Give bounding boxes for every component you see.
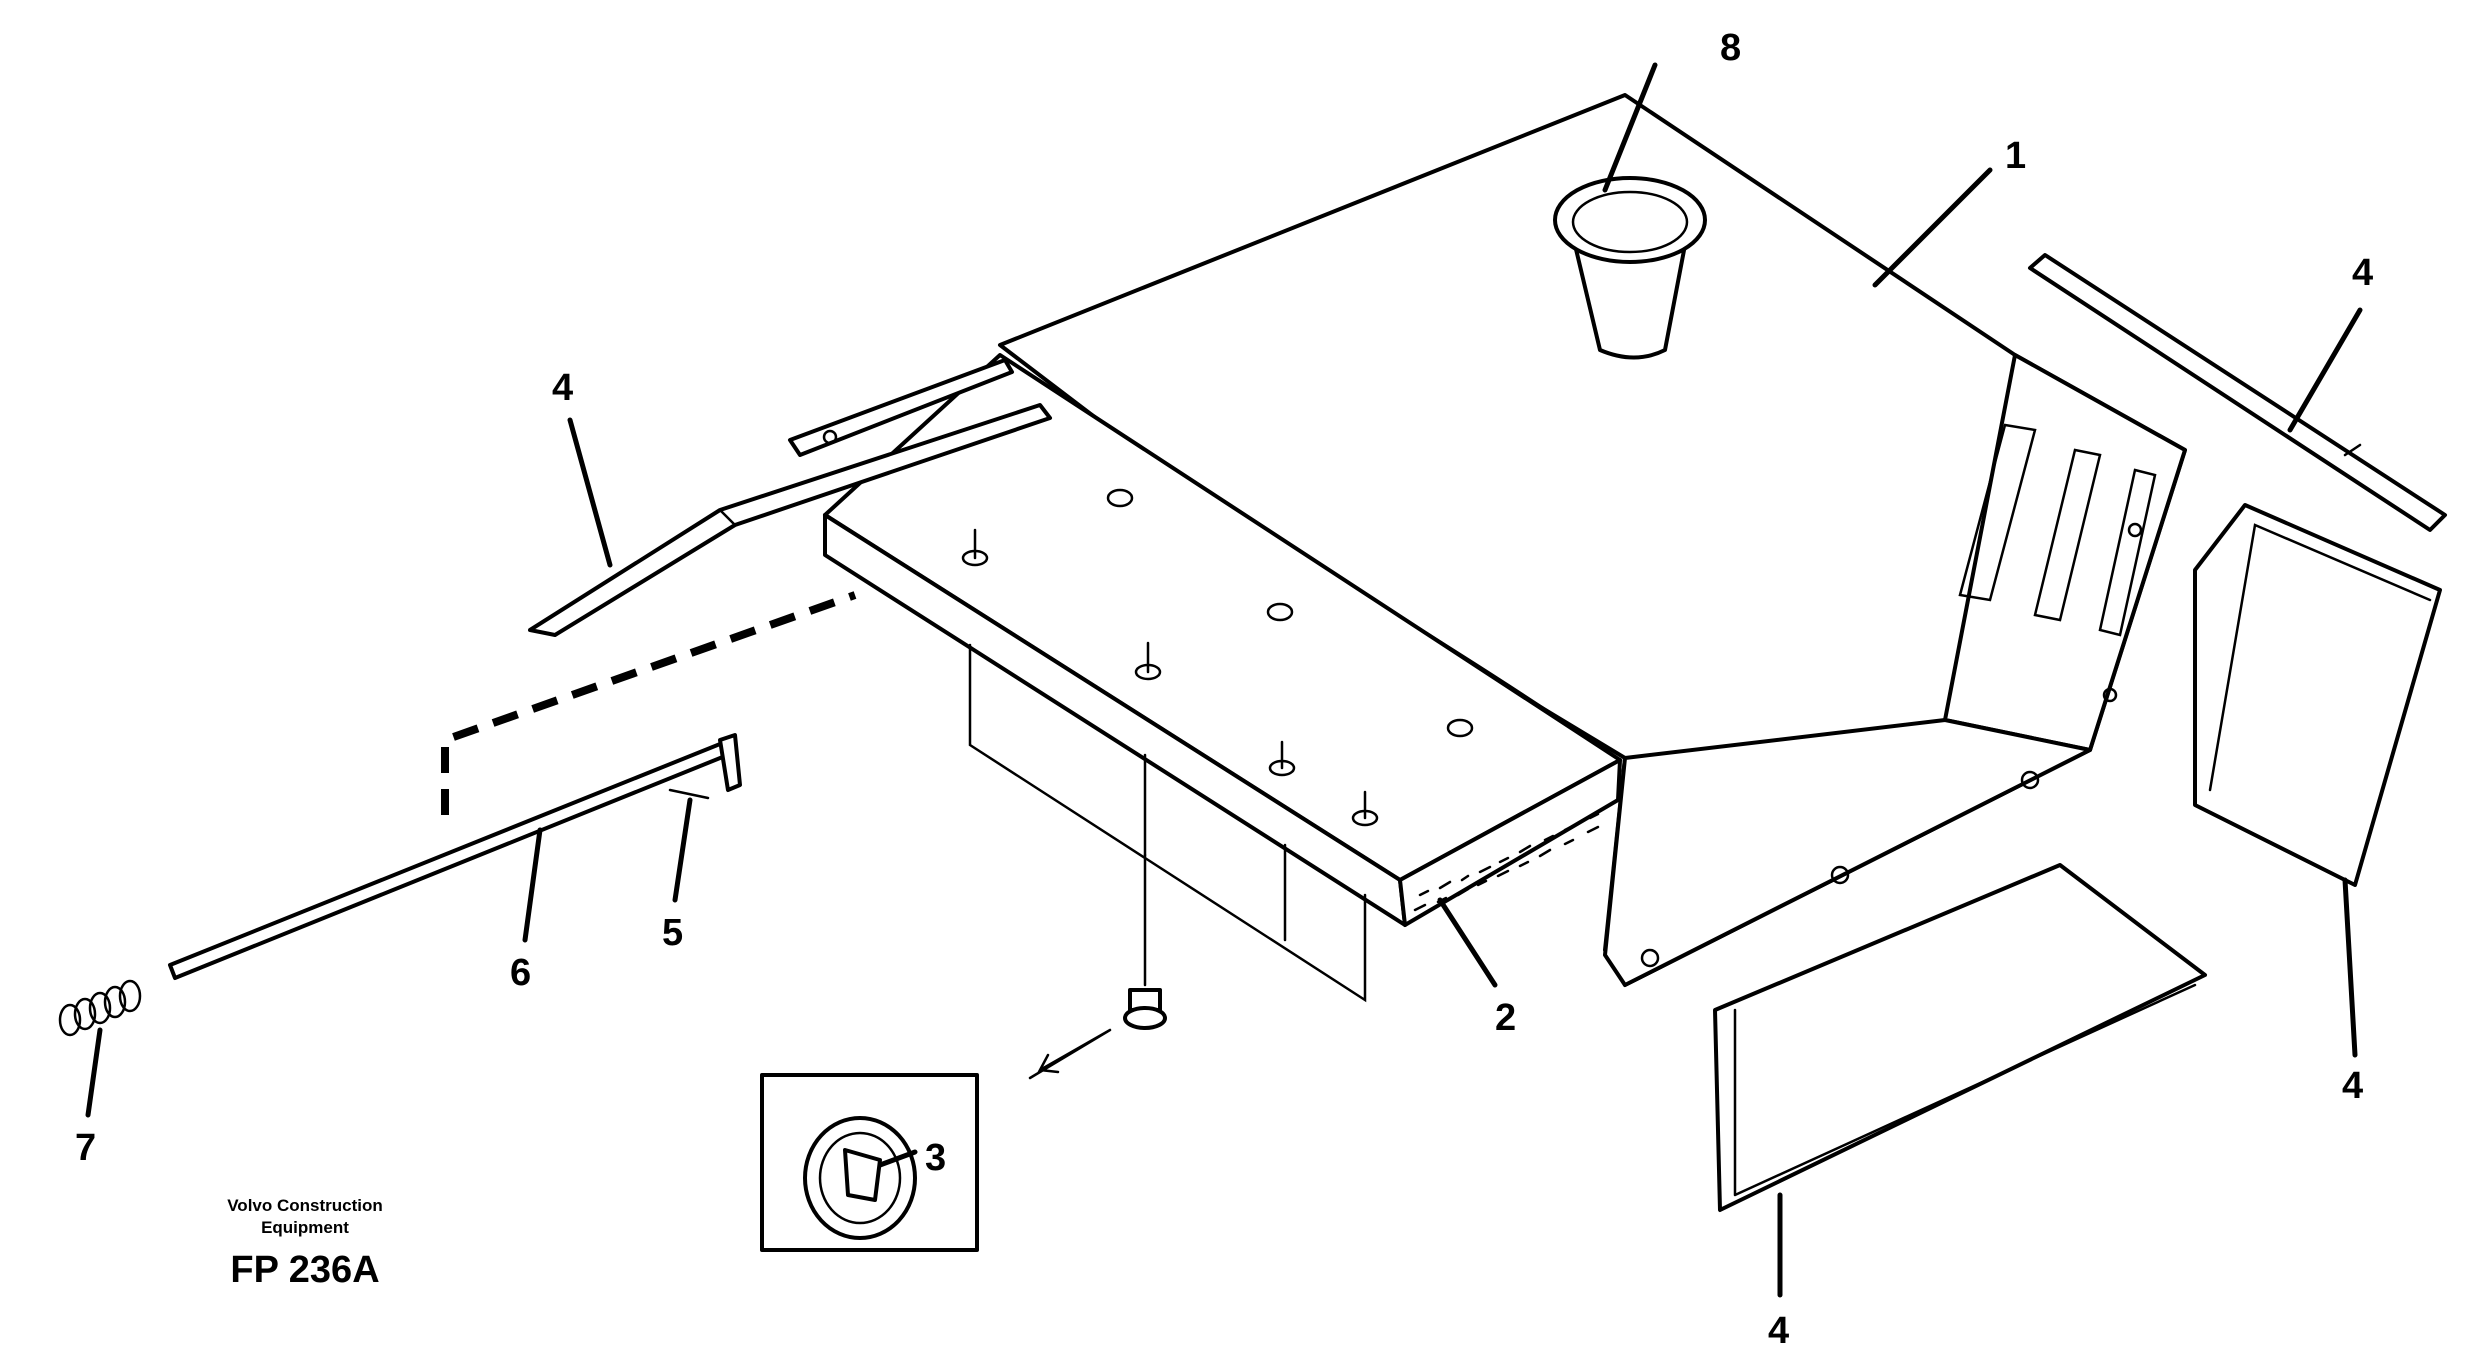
insulation-board	[823, 353, 1622, 927]
callout-4-top-right: 4	[2352, 252, 2373, 294]
figure-caption: Volvo Construction Equipment FP 236A	[190, 1195, 420, 1292]
seal-strip-top-left	[528, 358, 1052, 637]
callout-4-top-left: 4	[552, 367, 573, 409]
callout-4-bottom: 4	[1768, 1310, 1789, 1352]
leader-lines	[85, 62, 2363, 1298]
figure-code: FP 236A	[230, 1249, 380, 1291]
seal-strip-right	[2193, 503, 2442, 887]
callout-3: 3	[925, 1137, 946, 1179]
pin	[668, 788, 710, 800]
manufacturer-line-2: Equipment	[261, 1218, 349, 1237]
rod	[168, 733, 742, 980]
filler-neck	[1553, 176, 1707, 360]
callout-6: 6	[510, 952, 531, 994]
manufacturer-line-1: Volvo Construction	[227, 1196, 383, 1215]
lower-panel	[968, 643, 1367, 1003]
callout-2: 2	[1495, 997, 1516, 1039]
insulation-texture	[1413, 812, 1600, 912]
assembly-dashed-line	[441, 591, 857, 815]
callout-8: 8	[1720, 27, 1741, 69]
spring	[58, 979, 142, 1037]
vent-louvres	[1958, 423, 2157, 637]
detail-inset-box	[760, 1073, 979, 1252]
fastener-plug	[1123, 853, 1167, 1030]
seal-strip-top-right	[2028, 253, 2447, 532]
callout-labels: 1 2 3 4 4 4 4 5 6 7 8	[75, 27, 2373, 1352]
callout-4-right: 4	[2342, 1065, 2363, 1107]
seal-strip-bottom	[1713, 863, 2207, 1212]
callout-1: 1	[2005, 135, 2026, 177]
cover-panel	[998, 93, 2187, 987]
detail-arrow	[1028, 1028, 1112, 1080]
callout-5: 5	[662, 912, 683, 954]
callout-7: 7	[75, 1127, 96, 1169]
fastening-studs	[961, 488, 1474, 827]
